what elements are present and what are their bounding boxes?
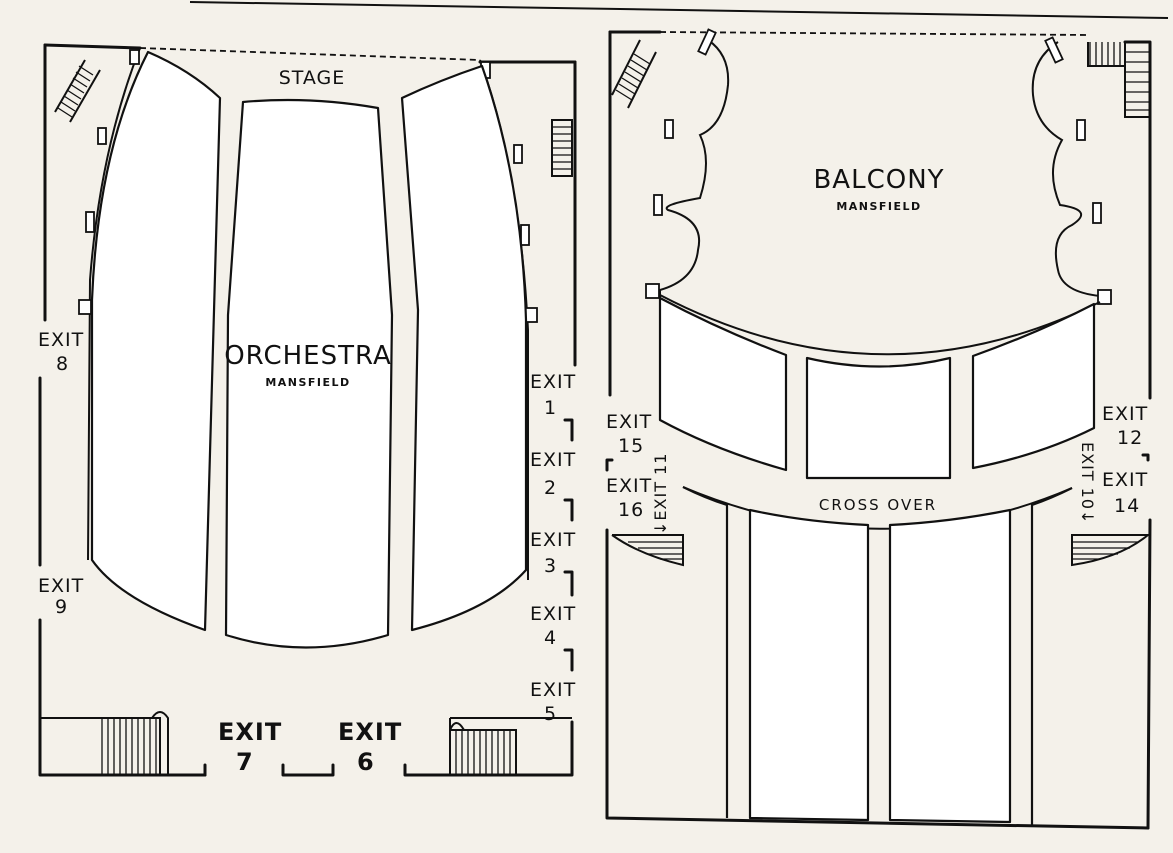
balcony-box-left-3: [653, 194, 663, 216]
balcony-box-right-2: [1076, 119, 1086, 141]
orchestra-box-left-3: [85, 211, 95, 233]
exit-3-label: EXIT: [530, 529, 576, 551]
balcony-box-right-4: [1097, 289, 1112, 305]
balcony-section-lower-outer-right: [1030, 487, 1073, 826]
exit-16-label: EXIT: [606, 475, 652, 497]
balcony-box-right-3: [1092, 202, 1102, 224]
exit-16-number: 16: [618, 499, 644, 521]
exit-1-number: 1: [544, 397, 557, 419]
balcony-left-wall-seg: [605, 458, 614, 472]
exit-6-label: EXIT: [338, 718, 402, 746]
balcony-front-edge: [659, 31, 1091, 36]
balcony-section-front-left: [658, 296, 788, 472]
orchestra-box-left-4: [78, 299, 92, 315]
exit-4-number: 4: [544, 627, 557, 649]
orchestra-section-center: [224, 98, 394, 649]
balcony-left-boxes: [659, 39, 730, 300]
balcony-box-left-2: [664, 119, 674, 139]
page-edge-line: [189, 1, 1169, 19]
exit-7-number: 7: [236, 748, 254, 776]
exit-8-label: EXIT: [38, 329, 84, 351]
balcony-right-wall-lower: [1146, 518, 1152, 830]
stage-label: STAGE: [279, 67, 346, 89]
exit-9-label: EXIT: [38, 575, 84, 597]
balcony-left-wall-lower: [605, 528, 1150, 830]
orchestra-title: ORCHESTRA: [224, 341, 392, 371]
orchestra-right-wall-seg2: [563, 498, 574, 522]
exit-14-number: 14: [1114, 495, 1140, 517]
exit-12-label: EXIT: [1102, 403, 1148, 425]
balcony-right-boxes: [1031, 41, 1101, 297]
exit-6-number: 6: [357, 748, 375, 776]
exit-11-label: ↓EXIT 11: [651, 453, 670, 535]
orchestra-left-boxwall: [87, 47, 141, 561]
orchestra-section-right: [400, 64, 528, 632]
orchestra-box-left-2: [97, 127, 107, 145]
orchestra-box-right-2: [513, 144, 523, 164]
balcony-section-lower-outer-left: [682, 486, 729, 818]
stage-edge: [139, 47, 481, 61]
balcony-stair-lower-right: [1071, 534, 1151, 567]
orchestra-subtitle: MANSFIELD: [265, 376, 350, 389]
balcony-stair-top-right: [1087, 41, 1151, 118]
exit-3-number: 3: [544, 555, 557, 577]
exit-10-label: EXIT 10↓: [1078, 442, 1097, 524]
exit-12-number: 12: [1117, 427, 1143, 449]
balcony-title: BALCONY: [813, 165, 944, 195]
orchestra-stair-bottom-right: [449, 717, 572, 775]
orchestra-plan: STAGE ORCHESTRA MANSFIELD EXIT 8 EXIT 9 …: [38, 43, 577, 777]
balcony-section-front-right: [971, 302, 1096, 470]
balcony-right-wall-seg: [1141, 453, 1150, 462]
balcony-subtitle: MANSFIELD: [836, 200, 921, 213]
balcony-stair-top-left: [611, 39, 657, 109]
exit-5-label: EXIT: [530, 679, 576, 701]
orchestra-stair-bottom-left: [39, 711, 169, 775]
orchestra-left-wall-lower: [38, 618, 207, 777]
exit-9-number: 9: [55, 596, 68, 618]
balcony-section-lower-left: [748, 508, 870, 822]
balcony-box-left-4: [645, 283, 660, 299]
balcony-right-wall-upper: [1123, 40, 1152, 400]
balcony-stair-lower-left: [611, 534, 684, 567]
balcony-section-front-center: [805, 356, 952, 480]
exit-2-label: EXIT: [530, 449, 576, 471]
exit-7-label: EXIT: [218, 718, 282, 746]
balcony-box-left-1: [697, 28, 717, 56]
exit-2-number: 2: [544, 477, 557, 499]
exit-5-number: 5: [544, 703, 557, 725]
balcony-plan: BALCONY MANSFIELD CROSS OVER EXIT 15 EXI…: [605, 28, 1152, 830]
orchestra-right-wall-seg3: [563, 570, 574, 597]
balcony-front-rail: [659, 294, 1101, 356]
exit-14-label: EXIT: [1102, 469, 1148, 491]
balcony-box-right-1: [1044, 36, 1064, 64]
exit-4-label: EXIT: [530, 603, 576, 625]
cross-over-label: CROSS OVER: [819, 496, 937, 514]
orchestra-right-wall-lower: [403, 720, 574, 777]
exit-1-label: EXIT: [530, 371, 576, 393]
orchestra-box-left-1: [129, 49, 140, 65]
exit-15-number: 15: [618, 435, 644, 457]
exit-8-number: 8: [56, 353, 69, 375]
orchestra-stair-right: [551, 119, 573, 177]
orchestra-exit6-jamb: [281, 763, 335, 777]
orchestra-stair-top-left: [54, 59, 101, 123]
orchestra-top-wall-left: [43, 43, 142, 50]
exit-15-label: EXIT: [606, 411, 652, 433]
orchestra-section-left: [90, 50, 222, 632]
orchestra-right-wall-seg1: [563, 418, 574, 442]
orchestra-box-right-3: [520, 224, 530, 246]
cross-over-aisle: [682, 486, 1073, 530]
orchestra-right-wall-seg4: [563, 648, 574, 672]
balcony-section-lower-right: [888, 508, 1012, 824]
